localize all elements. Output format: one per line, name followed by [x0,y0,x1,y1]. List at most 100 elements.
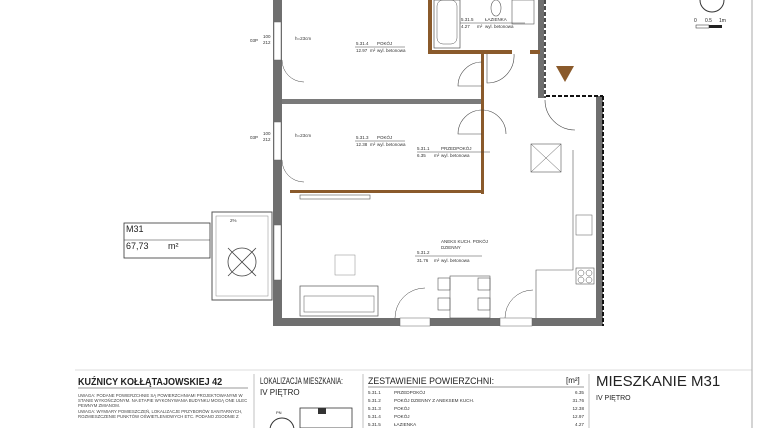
door-room-4 [457,61,483,87]
hall-area: 6.35 [417,153,426,158]
living-area: 31.76 [417,258,429,263]
sink [575,214,593,236]
balcony-door [273,224,282,281]
apartment-tag-name: M31 [126,224,144,234]
rug [334,254,356,276]
room-3-name: POKÓJ [377,135,393,140]
row-name: POKÓJ DZIENNY Z ANEKSEM KUCH. [394,398,475,403]
hall-wall [481,54,484,194]
room-3-area: 12.38 [356,142,368,147]
location-title: LOKALIZACJA MIESZKANIA: [260,376,343,387]
room-4-unit: m² [370,48,376,53]
apartment-tag [123,222,211,259]
building-address: KUŹNICY KOŁŁĄTAJOWSKIEJ 42 [78,376,223,388]
row-name: ŁAZIENKA [394,422,417,427]
row-area: 12.97 [572,414,585,419]
balcony [211,211,273,301]
row-code: 5.31.4 [368,414,381,419]
shaft-wall [538,0,544,98]
room-3-floor: wyl. betonowa [377,142,406,147]
exterior-wall-bottom [273,318,603,326]
cooktop [575,267,595,285]
entrance-marker [556,66,574,82]
summary-row: 5.31.2 POKÓJ DZIENNY Z ANEKSEM KUCH. 31.76 [368,398,584,404]
partition-wall [282,99,484,104]
window-tag-height-2: 212 [263,137,271,142]
room-4-code: 5.31.4 [356,41,369,46]
window-tag-sill: h=23cm [295,36,312,41]
row-name: POKÓJ [394,406,410,411]
exterior-wall-left [273,0,282,326]
summary-title: ZESTAWIENIE POWIERZCHNI: [368,376,495,386]
sofa [299,285,379,317]
north-arrow-icon [699,0,725,13]
summary-row: 5.31.4 POKÓJ 12.97 [368,414,584,420]
window-tag-type-2: 03P [250,135,259,140]
row-name: PRZEDPOKÓJ [394,390,426,395]
window-tag-type: 03P [250,38,259,43]
toilet [490,0,502,17]
row-name: POKÓJ [394,414,410,419]
dining-table [449,275,491,319]
summary-unit: [m²] [566,376,580,385]
apartment-title: MIESZKANIE M31 [596,373,721,390]
living-code: 5.31.2 [417,250,430,255]
row-area: 12.38 [572,406,585,411]
note-2: UWAGA: WYMIARY POMIESZCZEŃ, LOKALIZACJE … [78,409,243,420]
room-3-unit: m² [370,142,376,147]
hall-code: 5.31.1 [417,146,430,151]
kitchen-counter [535,150,574,318]
note-1: UWAGA: PODANE POWIERZCHNIE SĄ POWIERZCHN… [78,393,248,409]
scale-bar [695,24,710,29]
living-floor: wyl. betonowa [441,258,470,263]
hall-unit: m² [434,153,440,158]
room-4-area: 12.97 [356,48,368,53]
scale-label-1m: 1m [719,18,726,24]
bathroom-wall [428,50,512,54]
north-label: PN [276,410,282,415]
apartment-tag-unit: m² [168,241,179,251]
summary-row: 5.31.3 POKÓJ 12.38 [368,406,584,412]
location-floor: IV PIĘTRO [260,388,300,397]
living-name: ANEKS KUCH. POKÓJ DZIENNY [441,239,489,250]
door-bathroom [486,53,515,84]
room-4-floor: wyl. betonowa [377,48,406,53]
balcony-slope: 2% [230,218,237,223]
hall-floor: wyl. betonowa [441,153,470,158]
bathroom-name: ŁAZIENKA [485,17,507,22]
summary-row: 5.31.1 PRZEDPOKÓJ 6.35 [368,390,584,396]
door-room-3 [457,109,483,135]
bathroom-floor: wyl. betonowa [485,24,514,29]
window-tag-sill-2: h=23cm [295,133,312,138]
row-code: 5.31.2 [368,398,381,403]
exterior-wall-right [596,96,603,326]
scale-label-0: 0 [694,18,697,24]
apartment-floor: IV PIĘTRO [596,395,631,402]
shaft [530,143,562,173]
row-code: 5.31.1 [368,390,381,395]
window-tag-width: 100 [263,34,271,39]
tv-unit [299,194,371,200]
window-tag-height: 212 [263,40,271,45]
row-area: 4.27 [575,422,584,427]
room-3-code: 5.31.3 [356,135,369,140]
bathroom-unit: m² [477,24,483,29]
window-room-4 [273,21,282,61]
room-3-wall [290,190,484,193]
window-bottom-1 [399,317,431,327]
living-unit: m² [434,258,440,263]
balcony-table [227,247,257,277]
row-area: 6.35 [575,390,584,395]
apartment-tag-area: 67,73 [126,241,149,251]
bathtub [433,0,461,49]
row-code: 5.31.5 [368,422,381,427]
hall-name: PRZEDPOKÓJ [441,146,472,151]
summary-row: 5.31.5 ŁAZIENKA 4.27 [368,422,584,428]
location-compass-icon [269,417,295,428]
entry-door [544,99,576,131]
scale-label-05: 0.5 [705,18,712,24]
window-tag-width-2: 100 [263,131,271,136]
row-code: 5.31.3 [368,406,381,411]
row-area: 31.76 [572,398,585,403]
